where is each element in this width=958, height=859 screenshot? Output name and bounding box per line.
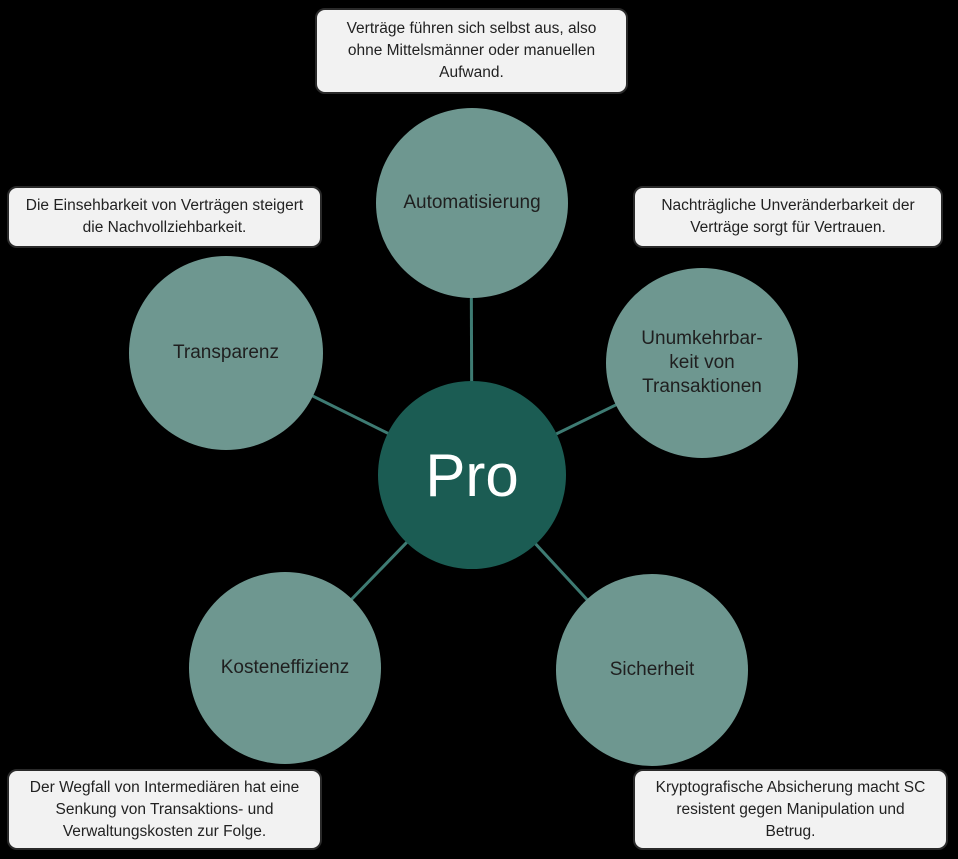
callout-sicherheit-text: Kryptografische Absicherung macht SC res… xyxy=(655,778,926,840)
node-transparenz: Transparenz xyxy=(129,256,323,450)
node-transparenz-label: Transparenz xyxy=(173,342,279,364)
callout-kosteneffizienz-text: Der Wegfall von Intermediären hat eine S… xyxy=(29,778,300,840)
node-automatisierung: Automatisierung xyxy=(376,108,568,298)
node-sicherheit-label: Sicherheit xyxy=(609,659,695,681)
callout-automatisierung-text: Verträge führen sich selbst aus, also oh… xyxy=(346,20,597,81)
node-pro-label: Pro xyxy=(425,441,519,509)
node-unumkehrbarkeit-label: Unumkehrbar- keit von Transaktionen xyxy=(641,328,763,397)
node-sicherheit: Sicherheit xyxy=(556,574,748,766)
node-kosteneffizienz: Kosteneffizienz xyxy=(189,572,381,764)
callout-unumkehrbarkeit-text: Nachträgliche Unveränderbarkeit der Vert… xyxy=(661,197,915,236)
callout-unumkehrbarkeit: Nachträgliche Unveränderbarkeit der Vert… xyxy=(633,186,943,248)
callout-kosteneffizienz: Der Wegfall von Intermediären hat eine S… xyxy=(7,769,322,850)
node-automatisierung-label: Automatisierung xyxy=(403,192,541,214)
node-kosteneffizienz-label: Kosteneffizienz xyxy=(220,657,350,679)
callout-transparenz: Die Einsehbarkeit von Verträgen steigert… xyxy=(7,186,322,248)
callout-sicherheit: Kryptografische Absicherung macht SC res… xyxy=(633,769,948,850)
node-pro-center: Pro xyxy=(378,381,566,569)
node-unumkehrbarkeit: Unumkehrbar- keit von Transaktionen xyxy=(606,268,798,458)
callout-automatisierung: Verträge führen sich selbst aus, also oh… xyxy=(315,8,628,94)
callout-transparenz-text: Die Einsehbarkeit von Verträgen steigert… xyxy=(25,197,304,236)
